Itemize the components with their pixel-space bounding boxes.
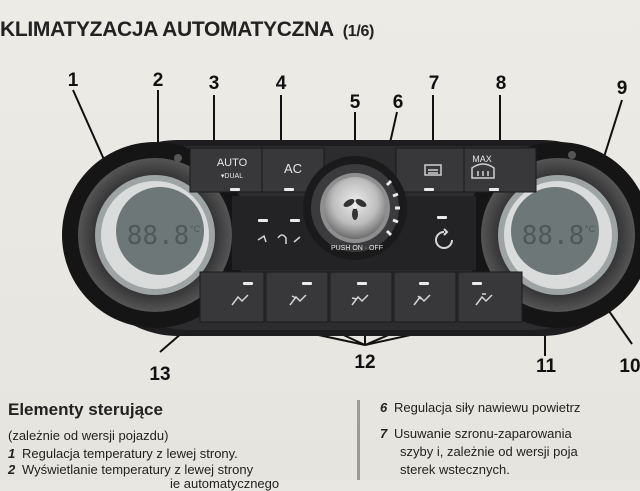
max-defrost-button[interactable] [463, 147, 537, 193]
item-number: 1 [8, 446, 16, 461]
title-text: KLIMATYZACJA AUTOMATYCZNA [0, 18, 334, 41]
item-number: 6 [380, 400, 388, 415]
front-defrost-button[interactable] [395, 147, 465, 193]
right-temperature-display: 88.8 [522, 221, 585, 251]
list-item: 2 Wyświetlanie temperatury z lewej strony [8, 462, 253, 477]
section-heading: Elementy sterujące [8, 400, 163, 419]
list-item: ie automatycznego [170, 476, 279, 491]
callout-2: 2 [152, 70, 164, 91]
vent-icons [231, 293, 493, 306]
ac-label: AC [284, 161, 302, 176]
list-item: 7 Usuwanie szronu-zaparowania [380, 426, 572, 441]
climate-panel-diagram: AUTO ▾DUAL AC MAX PUSH ON · OFF 88.8 °C … [62, 89, 640, 356]
callout-13: 13 [149, 364, 171, 385]
callout-12: 12 [354, 352, 376, 373]
auto-button[interactable] [189, 147, 263, 193]
max-label: MAX [472, 154, 492, 164]
list-item: 6 Regulacja siły nawiewu powietrz [380, 400, 580, 415]
callout-4: 4 [275, 73, 287, 94]
windshield-defrost-icon [471, 163, 495, 179]
auto-label: AUTO [217, 157, 248, 169]
callout-10: 10 [619, 356, 640, 377]
dual-label: ▾DUAL [221, 173, 243, 180]
callout-7: 7 [428, 73, 440, 94]
push-on-off-label: PUSH ON · OFF [331, 245, 383, 252]
left-temperature-unit: °C [190, 224, 201, 234]
vent-button-3[interactable] [329, 271, 393, 323]
item-text: Usuwanie szronu-zaparowania [394, 426, 572, 441]
section-subheading: (zależnie od wersji pojazdu) [8, 428, 169, 443]
callout-3: 3 [208, 73, 220, 94]
recirculation-icon [435, 228, 453, 249]
callout-6: 6 [392, 92, 404, 113]
vent-button-4[interactable] [393, 271, 457, 323]
list-item: szyby i, zależnie od wersji poja [400, 444, 578, 459]
vent-indicator-lights [243, 282, 482, 285]
top-indicator-lights [230, 188, 499, 222]
page-title: KLIMATYZACJA AUTOMATYCZNA (1/6) [0, 18, 374, 42]
callout-5: 5 [349, 92, 361, 113]
column-divider [357, 400, 360, 480]
right-temperature-unit: °C [585, 224, 596, 234]
item-text: Regulacja siły nawiewu powietrz [394, 400, 581, 415]
callout-8: 8 [495, 73, 507, 94]
list-item: sterek wstecznych. [400, 462, 510, 477]
item-number: 2 [8, 462, 16, 477]
item-number: 7 [380, 426, 388, 441]
item-text: Wyświetlanie temperatury z lewej strony [22, 462, 254, 477]
rear-defrost-icon [424, 164, 442, 176]
list-item: 1 Regulacja temperatury z lewej strony. [8, 446, 238, 461]
item-text: Regulacja temperatury z lewej strony. [22, 446, 238, 461]
callout-11: 11 [535, 356, 557, 377]
fan-level-indicators [385, 179, 400, 237]
callout-9: 9 [616, 78, 628, 99]
left-temperature-display: 88.8 [127, 221, 190, 251]
item-text: sterek wstecznych. [400, 462, 510, 477]
item-text: szyby i, zależnie od wersji poja [400, 444, 578, 459]
fan-icon [343, 199, 367, 220]
item-text: ie automatycznego [170, 476, 280, 491]
vent-button-row [199, 271, 523, 323]
vent-button-1[interactable] [199, 271, 265, 323]
top-button-row [189, 147, 537, 193]
air-distribution-mode-icon [257, 234, 301, 244]
title-page-number: (1/6) [342, 23, 375, 40]
callout-1: 1 [67, 70, 79, 91]
